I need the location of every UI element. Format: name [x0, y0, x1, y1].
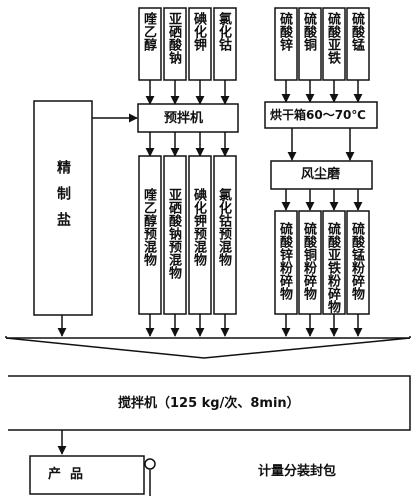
mixer-box — [8, 375, 411, 431]
premix-label-cocl: 氯化钴预混物 — [216, 188, 231, 266]
product-box — [29, 455, 145, 495]
grinder-label: 风尘磨 — [301, 167, 341, 182]
premix-label-ki: 碘化钾预混物 — [191, 188, 206, 266]
input-label-cocl: 氯化钴 — [216, 12, 231, 51]
product-label: 产 品 — [48, 467, 84, 482]
grinder-box — [270, 160, 373, 190]
premix-label-selenite: 亚硒酸钠预混物 — [166, 188, 181, 279]
powder-label-mnso4: 硫酸锰粉碎物 — [349, 222, 364, 300]
input-label-ki: 碘化钾 — [191, 12, 206, 51]
input-label-znso4: 硫酸锌 — [277, 12, 292, 51]
salt-box — [33, 100, 93, 316]
oven-label: 烘干箱60～70℃ — [270, 108, 366, 122]
input-label-quinoline: 喹乙醇 — [141, 12, 156, 51]
premixer-box — [137, 103, 239, 133]
powder-label-znso4: 硫酸锌粉碎物 — [277, 222, 292, 300]
oven-box — [264, 101, 378, 129]
powder-label-cuso4: 硫酸铜粉碎物 — [301, 222, 316, 300]
input-label-feso4: 硫酸亚铁 — [325, 12, 340, 64]
premixer-label: 预拌机 — [164, 111, 204, 126]
input-label-cuso4: 硫酸铜 — [301, 12, 316, 51]
salt-label: 精制盐 — [55, 160, 71, 238]
packaging-label: 计量分装封包 — [258, 464, 337, 479]
powder-label-feso4: 硫酸亚铁粉碎物 — [325, 222, 340, 313]
premix-label-quinoline: 喹乙醇预混物 — [141, 188, 156, 266]
mixer-label: 搅拌机（125 kg/次、8min） — [118, 396, 300, 411]
input-label-mnso4: 硫酸锰 — [349, 12, 364, 51]
input-label-selenite: 亚硒酸钠 — [166, 12, 181, 64]
